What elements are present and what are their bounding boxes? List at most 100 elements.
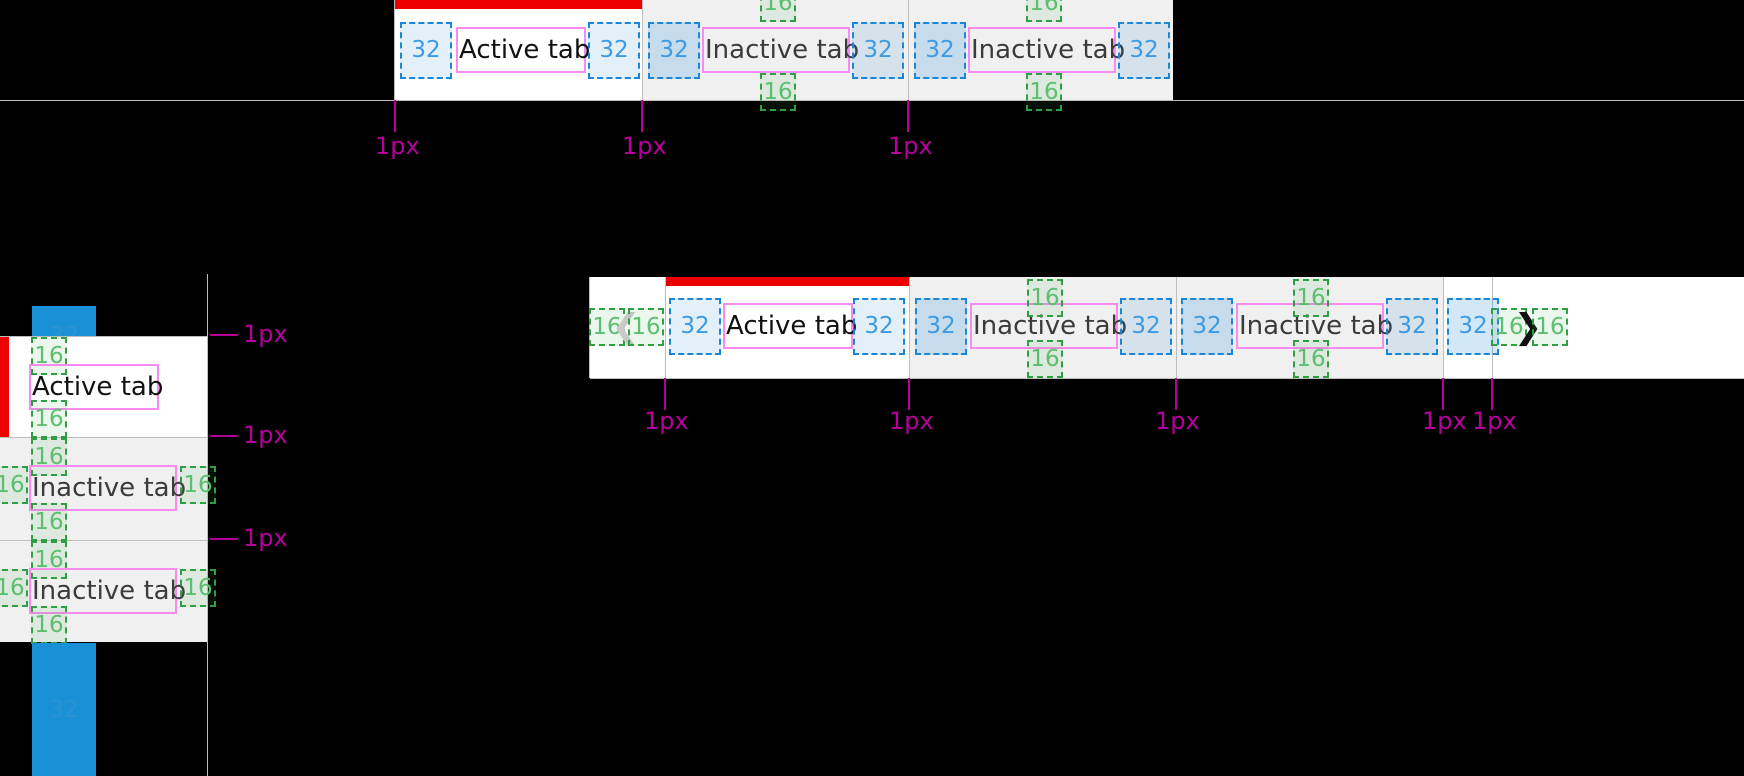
spacing-annotation-below-active: 16 — [31, 400, 67, 438]
border-label-3: 1px — [888, 132, 933, 160]
border-leader-line-3 — [1175, 378, 1177, 410]
spacing-annotation-scroll-left-before: 16 — [589, 308, 625, 346]
border-leader-line-1 — [664, 378, 666, 410]
border-label-1: 1px — [243, 320, 288, 348]
spacing-value: 16 — [183, 574, 213, 601]
padding-value: 32 — [1131, 313, 1161, 339]
spacing-annotation-scroll-left-after: 16 — [628, 308, 664, 346]
active-tab-accent-bar — [666, 277, 910, 286]
tab-content-outline-inactive-1: Inactive tab — [29, 465, 186, 511]
tab-label-inactive-1[interactable]: Inactive tab — [32, 473, 187, 503]
tab-label-active[interactable]: Active tab — [726, 311, 858, 341]
padding-value: 32 — [411, 37, 441, 63]
inactive-tab-surface-2[interactable] — [0, 541, 207, 642]
padding-annotation-left-1: 32 — [669, 298, 721, 355]
border-leader-line-2 — [908, 378, 910, 410]
active-tab-accent-bar — [0, 337, 9, 437]
border-label-2: 1px — [243, 421, 288, 449]
spacing-value: 16 — [0, 574, 25, 601]
spacing-value: 16 — [592, 313, 622, 340]
spacing-annotation-left-inactive-2: 16 — [0, 569, 28, 607]
padding-annotation-right-3: 32 — [1386, 298, 1438, 355]
spacing-annotation-right-inactive-1: 16 — [180, 466, 216, 504]
tab-label-inactive-1[interactable]: Inactive tab — [973, 311, 1128, 341]
tab-content-outline-1: Active tab — [723, 303, 857, 349]
padding-value: 32 — [680, 313, 710, 339]
border-leader-line-5 — [1491, 378, 1493, 410]
tab-label-inactive-2[interactable]: Inactive tab — [1239, 311, 1394, 341]
spacing-annotation-left-inactive-1: 16 — [0, 466, 28, 504]
spacing-annotation-above-active: 16 — [31, 337, 67, 375]
tab-label-active[interactable]: Active tab — [32, 372, 164, 402]
tab-content-outline-inactive-2: Inactive tab — [29, 568, 186, 614]
spacing-value: 16 — [34, 611, 64, 638]
border-label-3: 1px — [1155, 407, 1200, 435]
spacing-value: 16 — [1296, 345, 1326, 372]
spacing-annotation-top-2: 16 — [760, 0, 796, 22]
border-label-5: 1px — [1472, 407, 1517, 435]
spacing-value: 16 — [34, 443, 64, 470]
spacing-value: 16 — [1535, 313, 1565, 340]
spacing-annotation-top-3: 16 — [1293, 279, 1329, 317]
spacing-value: 16 — [1029, 0, 1059, 16]
padding-value: 32 — [925, 37, 955, 63]
padding-annotation-left-3: 32 — [1181, 298, 1233, 355]
tab-content-outline-1: Active tab — [456, 27, 590, 73]
spacing-annotation-below-inactive-1: 16 — [31, 503, 67, 541]
padding-value: 32 — [1397, 313, 1427, 339]
tab-content-outline-2: Inactive tab — [970, 303, 1127, 349]
border-label-3: 1px — [243, 524, 288, 552]
padding-annotation-right-1: 32 — [853, 298, 905, 355]
padding-block-bottom: 32 — [32, 643, 96, 776]
tab-label-inactive-2[interactable]: Inactive tab — [971, 35, 1126, 65]
spacing-value: 16 — [763, 0, 793, 16]
spacing-annotation-right-inactive-2: 16 — [180, 569, 216, 607]
spacing-value: 16 — [1296, 284, 1326, 311]
tab-content-outline-3: Inactive tab — [968, 27, 1125, 73]
padding-value: 32 — [1192, 313, 1222, 339]
spacing-annotation-bottom-3: 16 — [1293, 340, 1329, 378]
padding-value: 32 — [49, 696, 79, 723]
tab-divider-2 — [1176, 277, 1177, 378]
vertical-tab-divider-2 — [0, 540, 207, 541]
padding-annotation-right-2: 32 — [1120, 298, 1172, 355]
vertical-tab-divider-top — [0, 336, 207, 337]
border-leader-line-1 — [210, 334, 238, 336]
tab-bar-baseline — [0, 100, 1744, 101]
padding-value: 32 — [599, 37, 629, 63]
chevron-right-icon[interactable]: ❯ — [1513, 307, 1543, 347]
tab-label-inactive-1[interactable]: Inactive tab — [705, 35, 860, 65]
spacing-value: 16 — [183, 471, 213, 498]
spacing-value: 16 — [631, 313, 661, 340]
spacing-annotation-scroll-right-before: 16 — [1491, 308, 1527, 346]
active-tab-surface[interactable] — [0, 337, 207, 437]
tab-divider-2 — [908, 0, 909, 100]
active-tab-surface[interactable] — [395, 0, 642, 100]
tab-label-inactive-2[interactable]: Inactive tab — [32, 576, 187, 606]
tab-label-active[interactable]: Active tab — [459, 35, 591, 65]
spacing-annotation-above-inactive-1: 16 — [31, 438, 67, 476]
inactive-tab-surface-1[interactable] — [0, 438, 207, 540]
border-label-2: 1px — [889, 407, 934, 435]
tab-divider-1 — [909, 277, 910, 378]
padding-value: 32 — [1458, 313, 1488, 339]
chevron-left-icon[interactable]: ❮ — [611, 307, 641, 347]
padding-value: 32 — [1129, 37, 1159, 63]
padding-annotation-right-2: 32 — [852, 22, 904, 79]
spacing-annotation-top-3: 16 — [1026, 0, 1062, 22]
spacing-value: 16 — [1494, 313, 1524, 340]
spacing-annotation-top-2: 16 — [1027, 279, 1063, 317]
tab-divider-3 — [1443, 277, 1444, 378]
spacing-value: 16 — [763, 78, 793, 105]
tab-divider-0 — [665, 277, 666, 378]
spacing-value: 16 — [34, 508, 64, 535]
spacing-value: 16 — [1029, 78, 1059, 105]
border-leader-line-3 — [907, 100, 909, 132]
active-tab-surface[interactable] — [666, 277, 910, 378]
padding-annotation-left-1: 32 — [400, 22, 452, 79]
padding-annotation-scroll-right: 32 — [1447, 298, 1499, 355]
tab-divider-1 — [642, 0, 643, 100]
scroll-right-surface[interactable] — [1444, 277, 1744, 378]
spacing-annotation-scroll-right-after: 16 — [1532, 308, 1568, 346]
